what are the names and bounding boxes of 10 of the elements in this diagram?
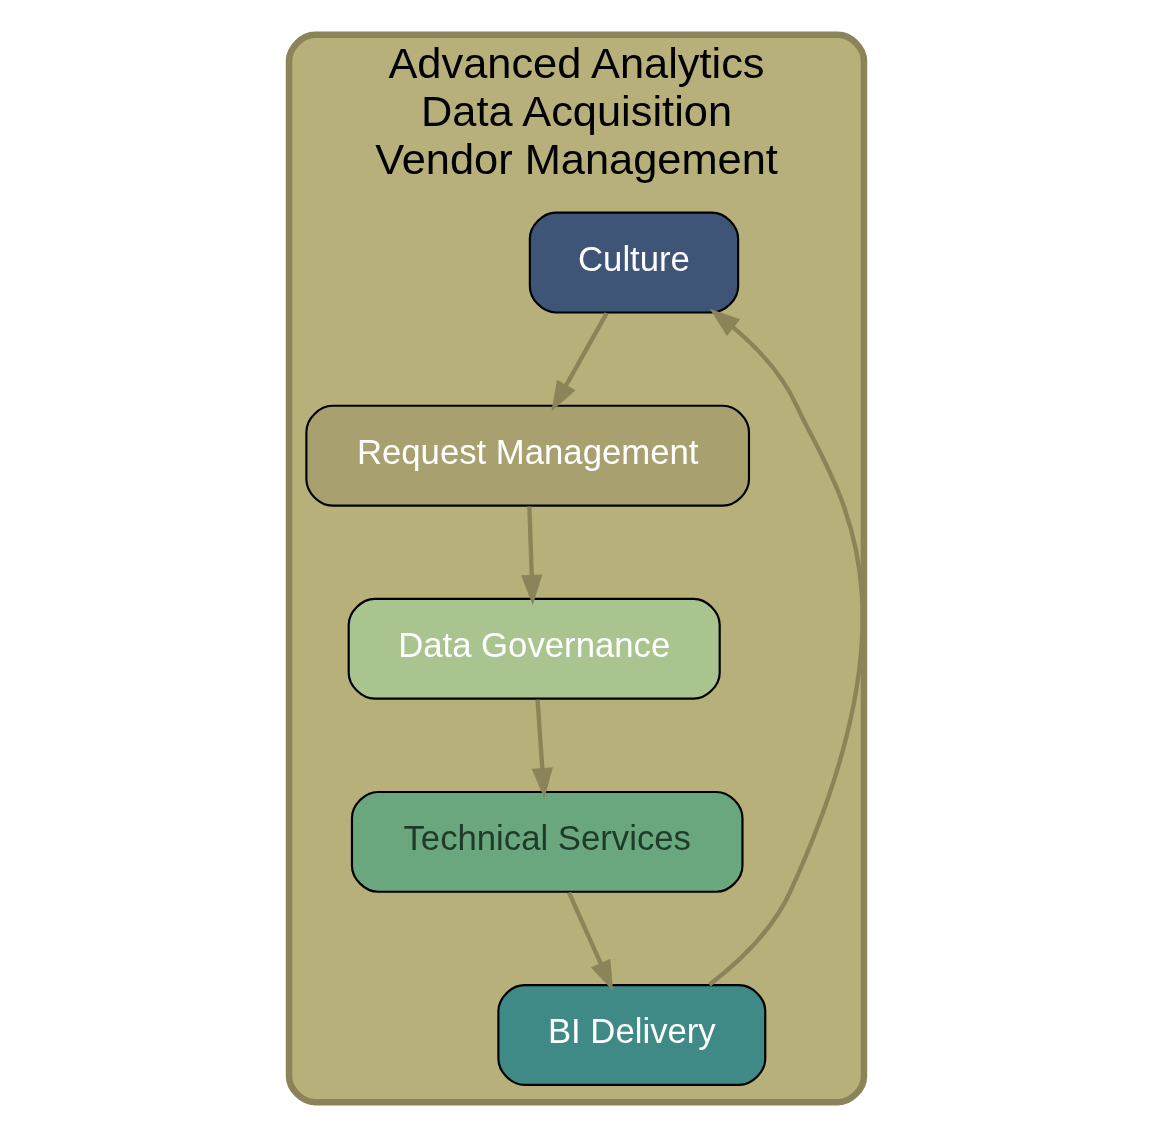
arrow [551,312,609,412]
arrow [531,699,553,799]
node-box: Request Management [305,404,751,507]
arrow [708,308,865,987]
node-box: Data Governance [347,597,721,700]
arrow [567,891,614,991]
node-box: Culture [528,211,740,314]
arrow [521,506,543,606]
node-box: BI Delivery [497,983,767,1086]
node-box: Technical Services [350,790,744,893]
